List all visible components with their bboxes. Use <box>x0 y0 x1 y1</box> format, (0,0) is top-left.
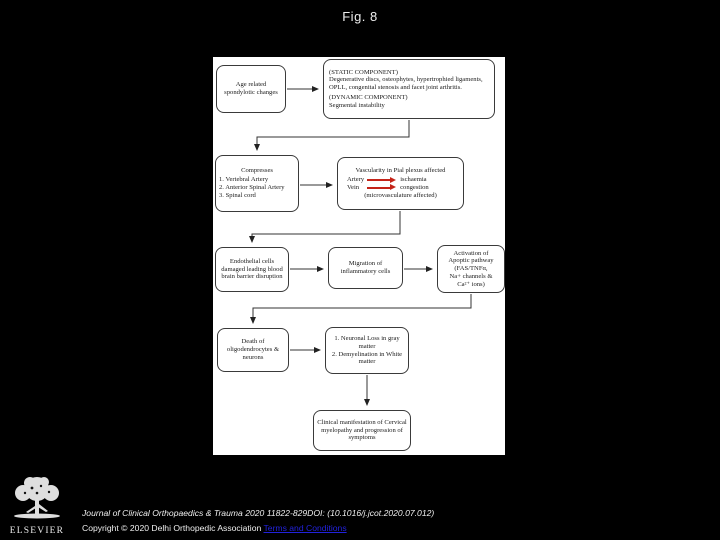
box-apoptosis: Activation of Apoptic pathway (FAS/TNFα,… <box>437 245 505 293</box>
vein-result: congestion <box>400 184 429 191</box>
box-text: Clinical manifestation of Cervical myelo… <box>317 418 407 442</box>
dynamic-component-heading: (DYNAMIC COMPONENT) <box>329 93 408 101</box>
box-migration: Migration of inflammatory cells <box>328 247 403 289</box>
copyright-text: Copyright © 2020 Delhi Orthopedic Associ… <box>82 523 264 533</box>
static-component-heading: (STATIC COMPONENT) <box>329 68 398 76</box>
vein-label: Vein <box>347 184 360 191</box>
terms-and-conditions-link[interactable]: Terms and Conditions <box>263 523 347 533</box>
box-age-related-changes: Age related spondylotic changes <box>216 65 286 113</box>
static-component-body: Degenerative discs, osteophytes, hypertr… <box>329 76 483 92</box>
microvasculature-note: (microvasculature affected) <box>364 191 437 199</box>
box-title: Vascularity in Pial plexus affected <box>355 167 446 175</box>
connector-vascularity-to-endothelial <box>249 211 401 243</box>
box-text: Age related spondylotic changes <box>224 81 278 96</box>
box-text: Endothelial cells damaged leading blood … <box>221 257 283 281</box>
connector-apoptosis-to-death <box>250 294 472 324</box>
list-item: 2. Anterior Spinal Artery <box>219 184 285 191</box>
copyright-line: Copyright © 2020 Delhi Orthopedic Associ… <box>82 523 682 533</box>
figure-panel: Age related spondylotic changes (STATIC … <box>213 57 505 455</box>
publisher-wordmark: ELSEVIER <box>9 526 65 536</box>
box-text: Death of oligodendrocytes & neurons <box>226 338 280 361</box>
list-item: 1. Vertebral Artery <box>219 176 269 184</box>
artery-result: ischaemia <box>400 176 427 184</box>
box-static-dynamic-component: (STATIC COMPONENT) Degenerative discs, o… <box>323 59 495 119</box>
dynamic-component-body: Segmental instability <box>329 101 385 109</box>
red-arrow-icon <box>367 183 397 192</box>
box-endothelial: Endothelial cells damaged leading blood … <box>215 247 289 292</box>
red-arrow-icon <box>367 176 397 184</box>
box-line: (FAS/TNFα, <box>454 265 488 273</box>
box-clinical-manifestation: Clinical manifestation of Cervical myelo… <box>313 410 411 451</box>
box-neuronal-loss: 1. Neuronal Loss in gray matter 2. Demye… <box>325 327 409 374</box>
elsevier-logo: ELSEVIER <box>8 476 66 536</box>
list-item: 1. Neuronal Loss in gray matter <box>334 334 400 350</box>
box-line: Ca²⁺ ions) <box>457 280 485 288</box>
figure-label: Fig. 8 <box>342 9 378 24</box>
list-item: 2. Demyelination in White matter <box>331 350 403 366</box>
elsevier-tree-icon <box>14 477 60 519</box>
connector-component-to-compresses <box>254 120 410 151</box>
box-vascularity: Vascularity in Pial plexus affected Arte… <box>337 157 464 210</box>
box-line: Activation of <box>453 249 489 257</box>
box-death-oligodendrocytes: Death of oligodendrocytes & neurons <box>217 328 289 372</box>
box-line: Na+ channels & <box>449 272 493 280</box>
list-item: 3. Spinal cord <box>219 191 256 199</box>
box-text: Migration of inflammatory cells <box>340 260 391 275</box>
artery-label: Artery <box>347 176 365 184</box>
box-line: Apoptic pathway <box>448 257 494 265</box>
box-title: Compresses <box>241 167 273 175</box>
citation-line: Journal of Clinical Orthopaedics & Traum… <box>82 508 435 518</box>
box-compresses: Compresses 1. Vertebral Artery 2. Anteri… <box>215 155 299 212</box>
